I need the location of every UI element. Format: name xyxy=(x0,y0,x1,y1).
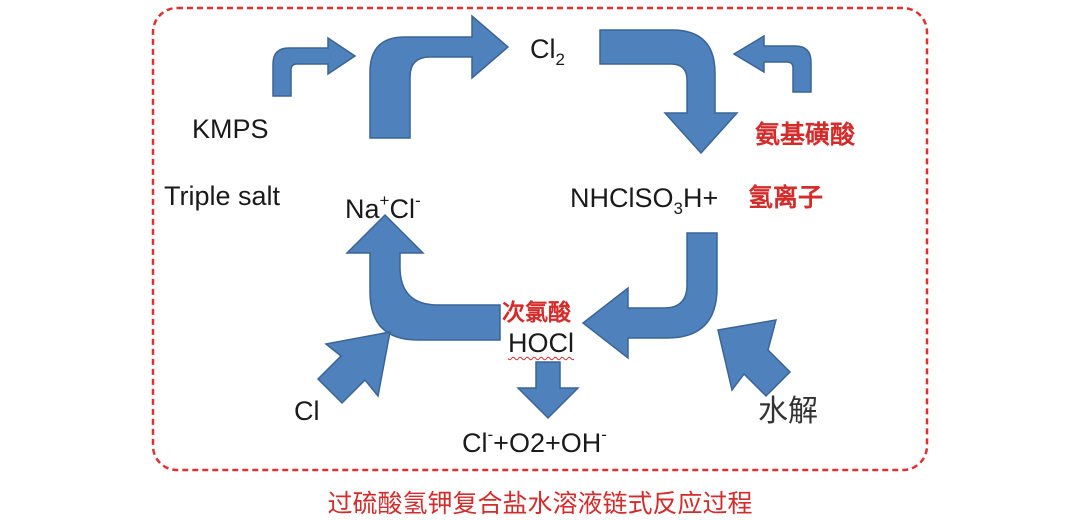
cl2-to-nhclso3h-arrow xyxy=(599,29,739,155)
hydrogen-ion-text: 氢离子 xyxy=(748,184,824,212)
products-label: Cl-+O2+OH- xyxy=(462,426,607,458)
sulfamic-acid-input-arrow xyxy=(732,34,812,93)
nacl-to-cl2-arrow xyxy=(369,14,510,139)
hplus-text: H+ xyxy=(682,183,719,213)
nacl-label: Na+Cl- xyxy=(345,192,421,224)
products-cl-charge: - xyxy=(487,425,494,444)
kmps-to-cl2-small-arrow xyxy=(272,36,357,97)
triple-salt-label: Triple salt xyxy=(164,183,280,210)
products-mid-text: +O2+OH xyxy=(493,428,602,458)
cl2-base: Cl xyxy=(530,34,556,64)
products-oh-charge: - xyxy=(601,425,607,444)
cl-text: Cl xyxy=(389,194,415,224)
hypochlorous-text: 次氯酸 xyxy=(502,299,571,325)
hydrolysis-input-arrow xyxy=(717,319,792,398)
hypochlorous-label: 次氯酸 xyxy=(502,301,571,324)
cl-input-text: Cl xyxy=(294,396,320,426)
hocl-label: HOCl xyxy=(508,330,574,357)
hocl-to-products-arrow xyxy=(516,361,580,420)
cl-input-label: Cl xyxy=(294,398,320,425)
hydrogen-ion-label: 氢离子 xyxy=(748,186,823,211)
sulfamic-acid-text: 氨基磺酸 xyxy=(755,121,856,149)
cl2-label: Cl2 xyxy=(530,34,565,69)
hocl-to-nacl-arrow xyxy=(345,213,501,341)
diagram-caption: 过硫酸氢钾复合盐水溶液链式反应过程 xyxy=(327,490,753,518)
cl-charge: - xyxy=(414,191,421,210)
cl2-subscript: 2 xyxy=(555,50,565,69)
nhclso-text: NHClSO xyxy=(570,183,674,213)
sulfamic-acid-label: 氨基磺酸 xyxy=(755,123,855,148)
na-charge: + xyxy=(379,191,390,210)
hydrolysis-label: 水解 xyxy=(758,397,818,427)
nhclso3h-to-hocl-arrow xyxy=(581,232,718,360)
so3-subscript: 3 xyxy=(673,199,683,218)
dashed-frame xyxy=(151,6,929,472)
kmps-text: KMPS xyxy=(192,114,269,144)
kmps-label: KMPS xyxy=(192,116,269,143)
hydrolysis-text: 水解 xyxy=(758,395,818,428)
nhclso3h-label: NHClSO3H+ xyxy=(570,183,719,218)
na-text: Na xyxy=(345,194,380,224)
triple-salt-text: Triple salt xyxy=(164,181,281,211)
hocl-text: HOCl xyxy=(508,328,574,358)
cl-input-arrow xyxy=(316,331,391,405)
products-cl-text: Cl xyxy=(462,428,488,458)
